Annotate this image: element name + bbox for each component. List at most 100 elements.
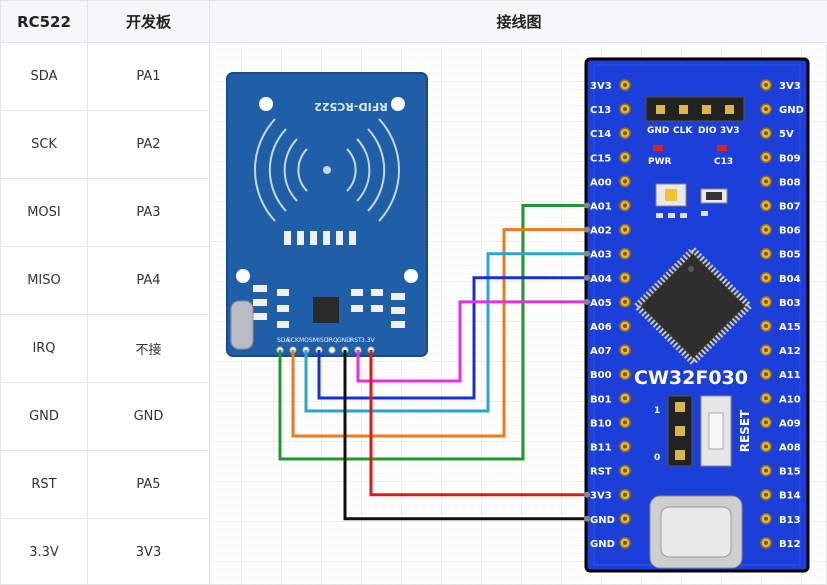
board-pin-label: B11 <box>590 443 612 454</box>
svg-text:SDA: SDA <box>277 337 290 344</box>
pwr-led <box>653 145 663 151</box>
board-pin-label: A11 <box>779 370 801 381</box>
board-pin-label: A00 <box>590 177 612 188</box>
rfid-chip <box>313 297 339 323</box>
row-rc522-pin: GND <box>1 383 88 451</box>
board-pin-label: B04 <box>779 274 801 285</box>
board-pin-label: GND <box>590 515 615 526</box>
svg-text:3.3V: 3.3V <box>361 337 376 344</box>
board-pin-label: B10 <box>590 418 612 429</box>
wire-end-pin <box>584 250 590 257</box>
wire-end-pin <box>584 298 590 305</box>
rfid-title: RFID-RC522 <box>314 100 387 113</box>
rfid-pin-labels: SDA SCK MOSI MISO IRQ GND RST 3.3V <box>277 337 376 344</box>
mcu-chip <box>632 245 754 367</box>
board-pin-label: B01 <box>590 394 612 405</box>
row-board-pin: PA3 <box>88 179 210 247</box>
pin-header: GND CLK DIO 3V3 <box>645 96 745 136</box>
component-pads <box>253 231 405 328</box>
board-pin-label: B15 <box>779 467 801 478</box>
header-label-dio: DIO <box>698 126 717 136</box>
svg-text:0: 0 <box>654 453 660 463</box>
row-board-pin: 3V3 <box>88 519 210 585</box>
board-pin-label: 5V <box>779 129 794 140</box>
left-pin-row: 3V3C13C14C15A00A01A02A03A04A05A06A07B00B… <box>590 79 631 550</box>
wire-sck-to-a02 <box>291 228 587 438</box>
row-board-pin: PA1 <box>88 43 210 111</box>
board-pin-label: A10 <box>779 394 801 405</box>
board-pin-label: A09 <box>779 418 801 429</box>
pwr-label: PWR <box>648 157 672 167</box>
svg-text:1: 1 <box>654 406 660 416</box>
row-rc522-pin: RST <box>1 451 88 519</box>
wire-33v-to-3v3 <box>369 350 587 497</box>
board-pin-label: 3V3 <box>590 491 612 502</box>
board-pin-label: C14 <box>590 129 611 140</box>
rfid-module: RFID-RC522 <box>226 72 428 357</box>
board-pin-label: GND <box>779 105 804 116</box>
svg-text:GND: GND <box>337 337 351 344</box>
wire-rst-to-a05 <box>356 300 587 383</box>
board-pin-label: A07 <box>590 346 612 357</box>
board-pin-label: RST <box>590 467 612 478</box>
row-rc522-pin: 3.3V <box>1 519 88 585</box>
board-pin-label: B12 <box>779 539 801 550</box>
board-pin-label: B14 <box>779 491 801 502</box>
wire-mosi-to-a03 <box>304 252 587 413</box>
row-rc522-pin: SDA <box>1 43 88 111</box>
mounting-hole <box>259 97 273 111</box>
cw32-board: GND CLK DIO 3V3 PWR C13 CW32F030 <box>584 57 810 573</box>
row-rc522-pin: SCK <box>1 111 88 179</box>
row-board-pin: PA5 <box>88 451 210 519</box>
mounting-hole <box>391 97 405 111</box>
row-rc522-pin: IRQ <box>1 315 88 383</box>
c13-led <box>717 145 727 151</box>
wire-end-pin <box>584 202 590 209</box>
header-label-clk: CLK <box>673 126 693 136</box>
wire-end-pin <box>584 274 590 281</box>
wire-end-pin <box>584 226 590 233</box>
board-pin-label: B09 <box>779 153 801 164</box>
board-pin-label: B05 <box>779 250 801 261</box>
wire-end-pin <box>584 515 590 522</box>
row-rc522-pin: MOSI <box>1 179 88 247</box>
board-pin-label: B08 <box>779 177 801 188</box>
board-pin-label: A05 <box>590 298 612 309</box>
row-board-pin: 不接 <box>88 315 210 383</box>
svg-text:MOSI: MOSI <box>299 337 315 344</box>
board-pin-label: C15 <box>590 153 611 164</box>
board-pin-label: B13 <box>779 515 801 526</box>
crystal <box>230 300 254 350</box>
svg-text:RESET: RESET <box>738 409 752 452</box>
row-board-pin: PA2 <box>88 111 210 179</box>
board-pin-label: B06 <box>779 226 801 237</box>
svg-text:SCK: SCK <box>287 337 300 344</box>
wiring-diagram: RFID-RC522 <box>211 44 827 585</box>
wire-end-pin <box>584 491 590 498</box>
svg-text:MISO: MISO <box>313 337 329 344</box>
header-rc522: RC522 <box>1 1 88 43</box>
board-pin-label: A08 <box>779 443 801 454</box>
board-pin-label: A02 <box>590 226 612 237</box>
boot-jumper: 1 0 <box>654 395 693 467</box>
wire-sda-to-a01 <box>278 204 587 461</box>
board-pin-label: B03 <box>779 298 801 309</box>
board-pin-label: C13 <box>590 105 611 116</box>
board-pin-label: A01 <box>590 202 612 213</box>
board-pin-label: 3V3 <box>779 81 801 92</box>
svg-text:RST: RST <box>350 337 362 344</box>
board-pin-label: GND <box>590 539 615 550</box>
wire-gnd-to-gnd <box>343 350 587 521</box>
reset-button: RESET <box>700 395 752 467</box>
board-pin-label: A03 <box>590 250 612 261</box>
board-pin-label: B00 <box>590 370 612 381</box>
board-pin-label: 3V3 <box>590 81 612 92</box>
board-name: CW32F030 <box>634 367 748 389</box>
c13-label: C13 <box>714 157 733 167</box>
header-board: 开发板 <box>88 1 210 43</box>
header-label-3v3: 3V3 <box>720 126 740 136</box>
wire-miso-to-a04 <box>317 276 587 400</box>
header-wiring-diagram: 接线图 <box>210 1 827 43</box>
row-board-pin: PA4 <box>88 247 210 315</box>
